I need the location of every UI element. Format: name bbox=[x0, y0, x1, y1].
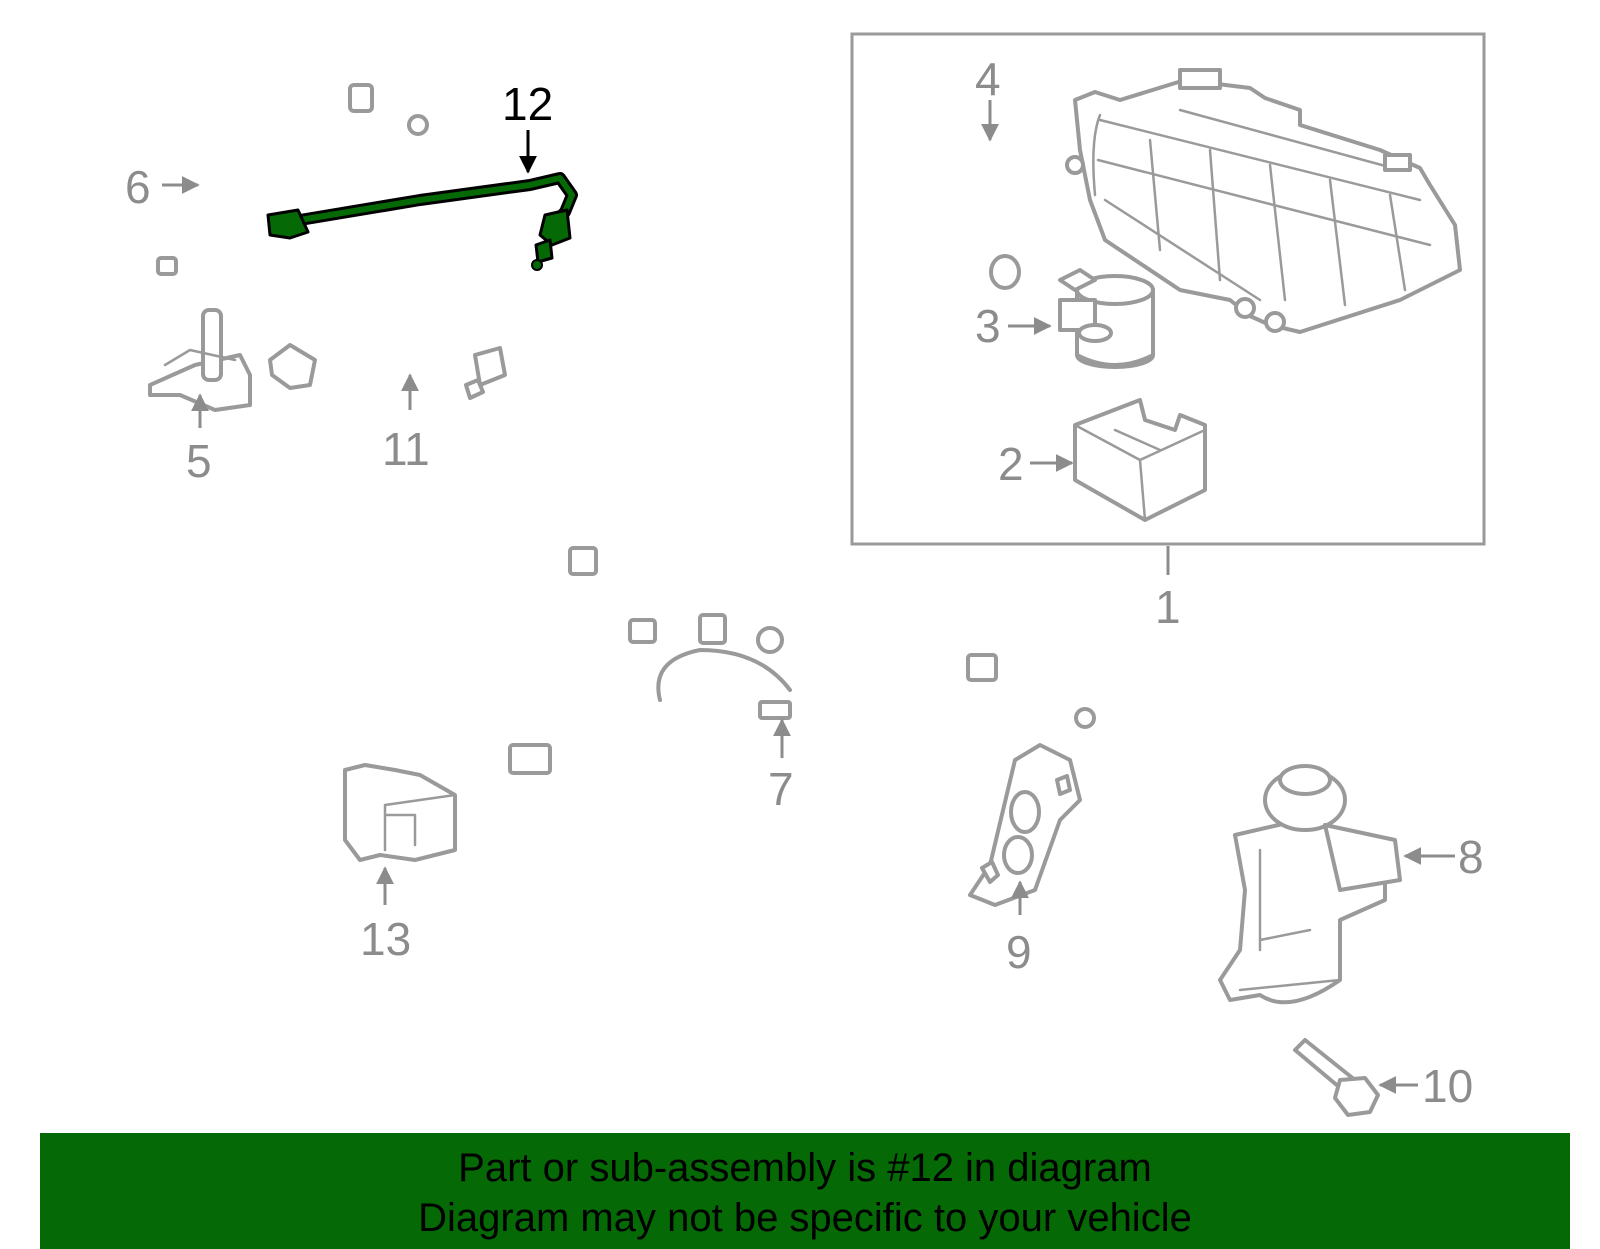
callout-6[interactable]: 6 bbox=[125, 161, 151, 213]
part-13-module[interactable] bbox=[343, 763, 457, 862]
part-3-valve[interactable] bbox=[1058, 268, 1155, 369]
info-banner: Part or sub-assembly is #12 in diagram D… bbox=[40, 1133, 1570, 1249]
callout-12[interactable]: 12 bbox=[502, 78, 553, 130]
callout-7[interactable]: 7 bbox=[768, 763, 794, 815]
part-4-hose[interactable] bbox=[932, 152, 1021, 290]
callout-1[interactable]: 1 bbox=[1155, 581, 1181, 633]
callout-13[interactable]: 13 bbox=[360, 913, 411, 965]
callout-4[interactable]: 4 bbox=[975, 53, 1001, 105]
part-10-bolt[interactable] bbox=[1293, 1038, 1380, 1117]
callout-9[interactable]: 9 bbox=[1006, 926, 1032, 978]
callout-11[interactable]: 11 bbox=[382, 423, 430, 475]
banner-line-part: Part or sub-assembly is #12 in diagram bbox=[458, 1146, 1152, 1190]
callout-3[interactable]: 3 bbox=[975, 300, 1001, 352]
part-11-sensor[interactable] bbox=[268, 297, 548, 400]
callout-8[interactable]: 8 bbox=[1458, 831, 1484, 883]
part-8-egr-valve[interactable] bbox=[1218, 764, 1402, 1005]
callout-2[interactable]: 2 bbox=[998, 438, 1024, 490]
part-6-tube[interactable] bbox=[156, 72, 429, 276]
assembly-box-1 bbox=[850, 32, 1486, 546]
part-5-bracket[interactable] bbox=[148, 308, 252, 412]
callout-10[interactable]: 10 bbox=[1422, 1060, 1473, 1112]
callout-5[interactable]: 5 bbox=[186, 435, 212, 487]
part-9-gasket[interactable] bbox=[968, 743, 1082, 907]
part-7-harness[interactable] bbox=[508, 536, 1096, 775]
banner-line-disclaimer: Diagram may not be specific to your vehi… bbox=[418, 1196, 1192, 1240]
part-12-sensor-highlighted[interactable] bbox=[266, 172, 578, 271]
part-2-cover[interactable] bbox=[1073, 398, 1207, 522]
part-1-canister[interactable] bbox=[1065, 68, 1462, 334]
